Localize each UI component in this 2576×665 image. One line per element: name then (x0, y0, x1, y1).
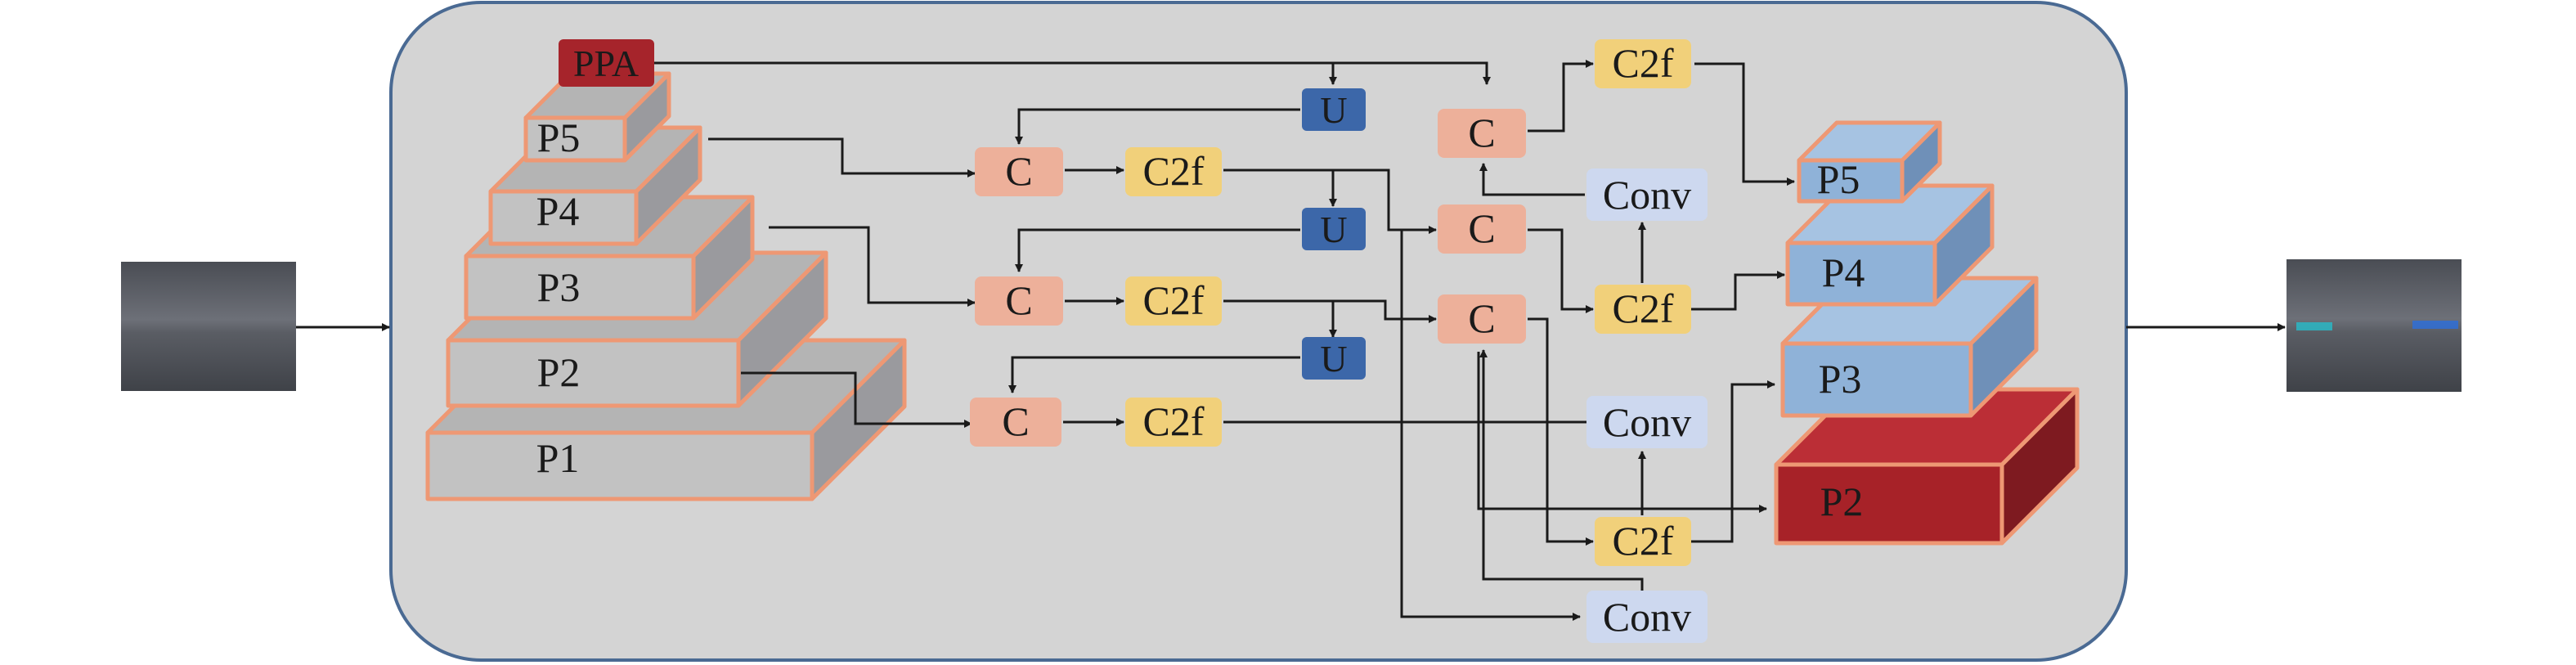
output-stack (1774, 120, 2080, 546)
concat-module-4 (1438, 109, 1526, 158)
conv-modules: Conv Conv Conv (1586, 168, 1708, 643)
conv-module-3-label: Conv (1603, 594, 1691, 640)
concat-module-2 (975, 276, 1063, 326)
concat-module-5 (1438, 204, 1526, 254)
concat-module-2-label: C (1005, 277, 1032, 323)
upsample-modules: U U U (1302, 88, 1366, 380)
c2f-module-6-label: C2f (1613, 518, 1674, 564)
ppa-label: PPA (573, 43, 639, 84)
concat-module-6-label: C (1468, 295, 1495, 341)
upsample-module-1 (1302, 88, 1366, 131)
c2f-module-5 (1595, 285, 1691, 334)
c2f-module-1 (1125, 147, 1222, 196)
output-p2-label: P2 (1820, 479, 1864, 524)
conv-module-1 (1586, 168, 1708, 221)
concat-module-6 (1438, 294, 1526, 344)
c2f-module-6 (1595, 517, 1691, 566)
output-p3-label: P3 (1819, 356, 1862, 402)
conv-module-2-label: Conv (1603, 399, 1691, 445)
ppa-module (559, 39, 654, 87)
c2f-module-5-label: C2f (1613, 285, 1674, 331)
concat-module-4-label: C (1468, 110, 1495, 155)
upsample-module-2 (1302, 208, 1366, 250)
backbone-p5-label: P5 (537, 115, 581, 160)
input-image-thumbnail (121, 262, 296, 391)
c2f-module-3-label: C2f (1143, 398, 1205, 444)
conv-module-3 (1586, 591, 1708, 643)
connections (654, 60, 1795, 621)
upsample-module-3 (1302, 337, 1366, 380)
c2f-module-2 (1125, 276, 1222, 326)
concat-module-3-label: C (1002, 398, 1029, 444)
c2f-module-1-label: C2f (1143, 148, 1205, 194)
output-level-p5 (1797, 120, 1942, 204)
concat-modules: C C C C C C (970, 109, 1526, 447)
neck-panel (389, 1, 2128, 662)
output-p4-label: P4 (1822, 249, 1865, 295)
c2f-module-3 (1125, 398, 1222, 447)
concat-module-1-label: C (1005, 148, 1032, 194)
concat-module-5-label: C (1468, 205, 1495, 251)
c2f-module-4-label: C2f (1613, 40, 1674, 86)
backbone-stack (425, 71, 907, 501)
output-p5-label: P5 (1817, 156, 1860, 202)
concat-module-1 (975, 147, 1063, 196)
conv-module-1-label: Conv (1603, 172, 1691, 218)
output-level-p3 (1780, 276, 2039, 418)
c2f-module-2-label: C2f (1143, 277, 1205, 323)
c2f-modules: C2f C2f C2f C2f C2f C2f (1125, 39, 1691, 566)
backbone-p4-label: P4 (536, 188, 580, 234)
upsample-module-3-label: U (1320, 338, 1347, 380)
backbone-p1-label: P1 (536, 435, 580, 481)
c2f-module-4 (1595, 39, 1691, 88)
concat-module-3 (970, 398, 1061, 447)
backbone-p3-label: P3 (537, 264, 581, 310)
output-image-thumbnail (2287, 259, 2462, 392)
upsample-module-1-label: U (1320, 89, 1347, 131)
upsample-module-2-label: U (1320, 209, 1347, 250)
backbone-p2-label: P2 (537, 349, 581, 395)
conv-module-2 (1586, 396, 1708, 448)
